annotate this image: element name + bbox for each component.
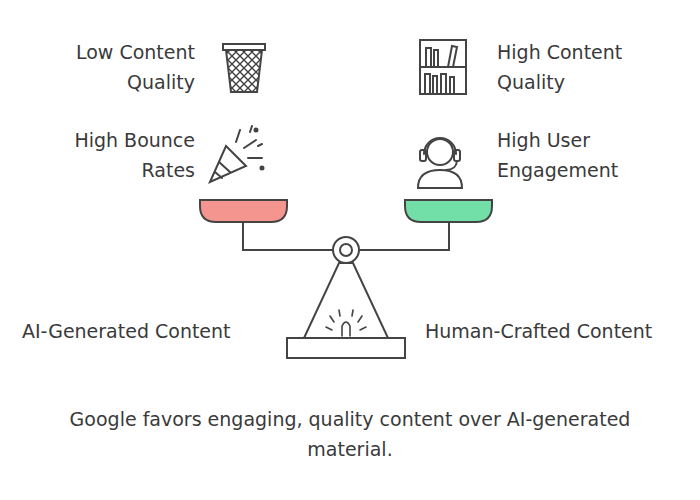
pivot-center xyxy=(340,244,352,256)
pivot xyxy=(333,237,359,263)
attribute-label: High Bounce Rates xyxy=(45,125,195,185)
right-pan xyxy=(405,200,492,222)
attribute-label: High Content Quality xyxy=(497,37,647,97)
attribute-label: High User Engagement xyxy=(497,125,647,185)
attribute-label: Low Content Quality xyxy=(45,37,195,97)
stand-light xyxy=(326,310,366,336)
side-label: AI-Generated Content xyxy=(22,316,282,346)
caption: Google favors engaging, quality content … xyxy=(25,404,675,464)
trash-icon xyxy=(223,44,265,92)
left-pan xyxy=(200,200,287,222)
side-label: Human-Crafted Content xyxy=(425,316,695,346)
bookshelf-icon xyxy=(420,40,466,94)
headset-person-icon xyxy=(418,138,462,188)
scale-base xyxy=(287,338,405,358)
popper-icon xyxy=(210,126,264,182)
scale-stand xyxy=(304,263,388,338)
